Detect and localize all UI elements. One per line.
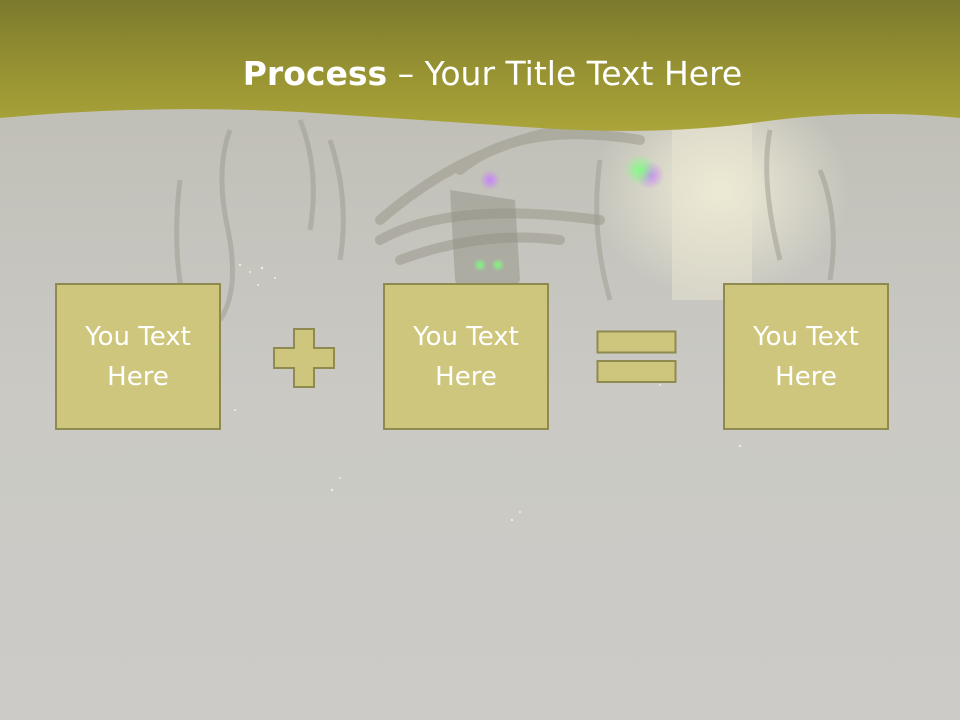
header-band xyxy=(0,0,960,131)
title-bold: Process xyxy=(242,54,388,93)
slide-title: Process – Your Title Text Here xyxy=(0,54,960,93)
text-box-2-label: You Text Here xyxy=(413,321,519,392)
text-box-3-label: You Text Here xyxy=(753,321,859,392)
plus-icon xyxy=(273,328,335,388)
text-box-3[interactable]: You Text Here xyxy=(723,283,889,430)
text-box-1[interactable]: You Text Here xyxy=(55,283,221,430)
equals-icon xyxy=(596,330,677,383)
title-rest: – Your Title Text Here xyxy=(387,54,743,93)
text-box-2[interactable]: You Text Here xyxy=(383,283,549,430)
text-box-1-label: You Text Here xyxy=(85,321,191,392)
